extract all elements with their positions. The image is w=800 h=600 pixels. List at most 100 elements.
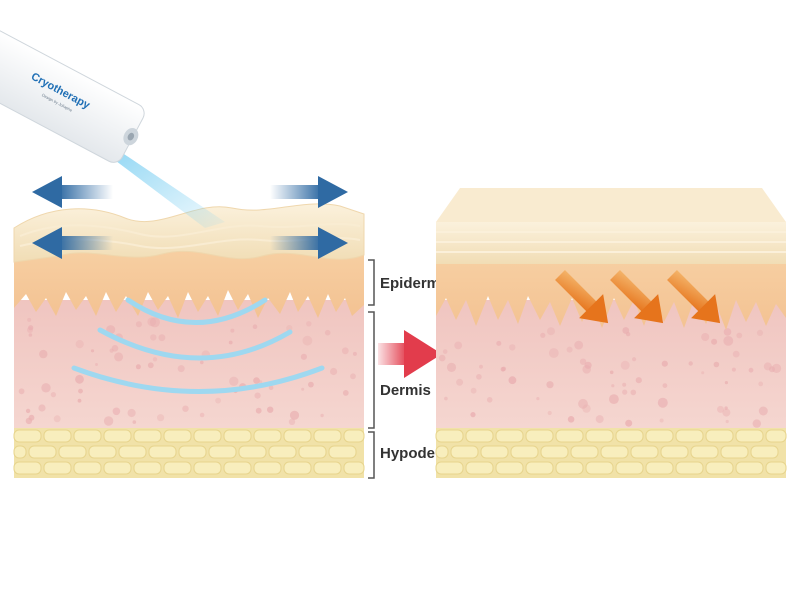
dermis-spot <box>252 324 258 330</box>
fat-cell <box>645 461 674 475</box>
dermis-spot <box>25 408 31 414</box>
bracket-epidermis <box>368 259 375 306</box>
dermis-spot <box>546 381 554 389</box>
right-fat-cells <box>435 429 787 475</box>
dermis-spot <box>723 336 734 346</box>
dermis-spot <box>661 360 668 367</box>
dermis-spot <box>752 419 761 428</box>
fat-cell <box>480 445 509 459</box>
dermis-spot <box>267 406 274 413</box>
left-skin-block <box>13 176 365 478</box>
dermis-spot <box>28 333 33 337</box>
fat-cell <box>43 429 72 443</box>
right-dermis-spots <box>438 327 782 428</box>
fat-cell <box>555 461 584 475</box>
dermis-spot <box>657 397 668 408</box>
dermis-spot <box>114 352 124 362</box>
bracket-hypodermis <box>368 431 375 479</box>
dermis-spot <box>659 418 664 423</box>
dermis-spot <box>255 407 262 414</box>
label-epidermis: Epidermis <box>380 275 453 292</box>
dermis-spot <box>688 361 693 366</box>
fat-cell <box>495 429 524 443</box>
fat-cell <box>253 461 282 475</box>
left-epidermis <box>14 250 364 318</box>
dermis-spot <box>547 327 555 336</box>
fat-cell <box>163 461 192 475</box>
dermis-spot <box>341 347 349 355</box>
dermis-spot <box>476 374 482 380</box>
dermis-spot <box>508 376 517 385</box>
dermis-spot <box>288 418 296 425</box>
dermis-spot <box>756 329 764 336</box>
right-stratum-top <box>436 188 786 222</box>
fat-cell <box>435 461 464 475</box>
fat-cell <box>133 429 162 443</box>
dermis-spot <box>300 353 307 360</box>
fat-cell <box>13 445 27 459</box>
dermis-spot <box>320 413 324 418</box>
dermis-spot <box>177 365 185 373</box>
left-dermis <box>14 300 364 428</box>
fat-cell <box>283 461 312 475</box>
right-skin-block <box>435 188 787 478</box>
fat-cell <box>675 429 704 443</box>
dermis-spot <box>342 390 349 396</box>
fat-cell <box>103 461 132 475</box>
cold-spray <box>108 150 225 228</box>
fat-cell <box>268 445 297 459</box>
dermis-spot <box>540 332 546 338</box>
dermis-spot <box>150 334 157 341</box>
dermis-spot <box>713 361 720 368</box>
arrow-right-icon <box>378 330 442 378</box>
fat-cell <box>690 445 719 459</box>
dermis-spot <box>509 344 516 351</box>
dermis-spot <box>18 388 25 395</box>
fat-cell <box>148 445 177 459</box>
arrow-down-right-icon <box>555 270 721 324</box>
dermis-spot <box>579 358 587 365</box>
dermis-spot <box>446 362 457 372</box>
dermis-spot <box>306 321 312 327</box>
cold-wave-1 <box>125 297 268 325</box>
fat-cell <box>555 429 584 443</box>
fat-cell <box>313 429 342 443</box>
dermis-spot <box>302 335 313 346</box>
fat-cell <box>343 461 365 475</box>
dermis-spot <box>662 383 668 388</box>
dermis-spot <box>27 317 32 322</box>
dermis-spot <box>536 397 540 401</box>
fat-cell <box>765 461 787 475</box>
dermis-spot <box>75 340 84 349</box>
dermis-spot <box>470 387 477 394</box>
fat-cell <box>343 429 365 443</box>
fat-cell <box>750 445 779 459</box>
fat-cell <box>73 429 102 443</box>
dermis-spot <box>456 378 464 386</box>
cold-wave-2 <box>97 327 293 361</box>
right-dermis <box>436 300 786 428</box>
fat-cell <box>103 429 132 443</box>
fat-cell <box>178 445 207 459</box>
dermis-spot <box>486 397 493 403</box>
dermis-spot <box>625 419 633 427</box>
dermis-spot <box>442 349 448 354</box>
dermis-spot <box>149 317 160 328</box>
fat-cell <box>450 445 479 459</box>
fat-cell <box>510 445 539 459</box>
dermis-spot <box>622 327 630 334</box>
fat-cell <box>735 461 764 475</box>
fat-cell <box>525 461 554 475</box>
double-arrow-icon <box>32 176 348 259</box>
dermis-spot <box>39 349 48 359</box>
fat-cell <box>193 461 222 475</box>
dermis-spot <box>53 415 61 423</box>
dermis-spot <box>301 387 305 391</box>
fat-cell <box>193 429 222 443</box>
dermis-spot <box>135 321 142 328</box>
dermis-spot <box>75 374 84 384</box>
bracket-dermis <box>368 311 375 429</box>
dermis-spot <box>147 317 157 327</box>
dermis-spot <box>611 384 615 388</box>
